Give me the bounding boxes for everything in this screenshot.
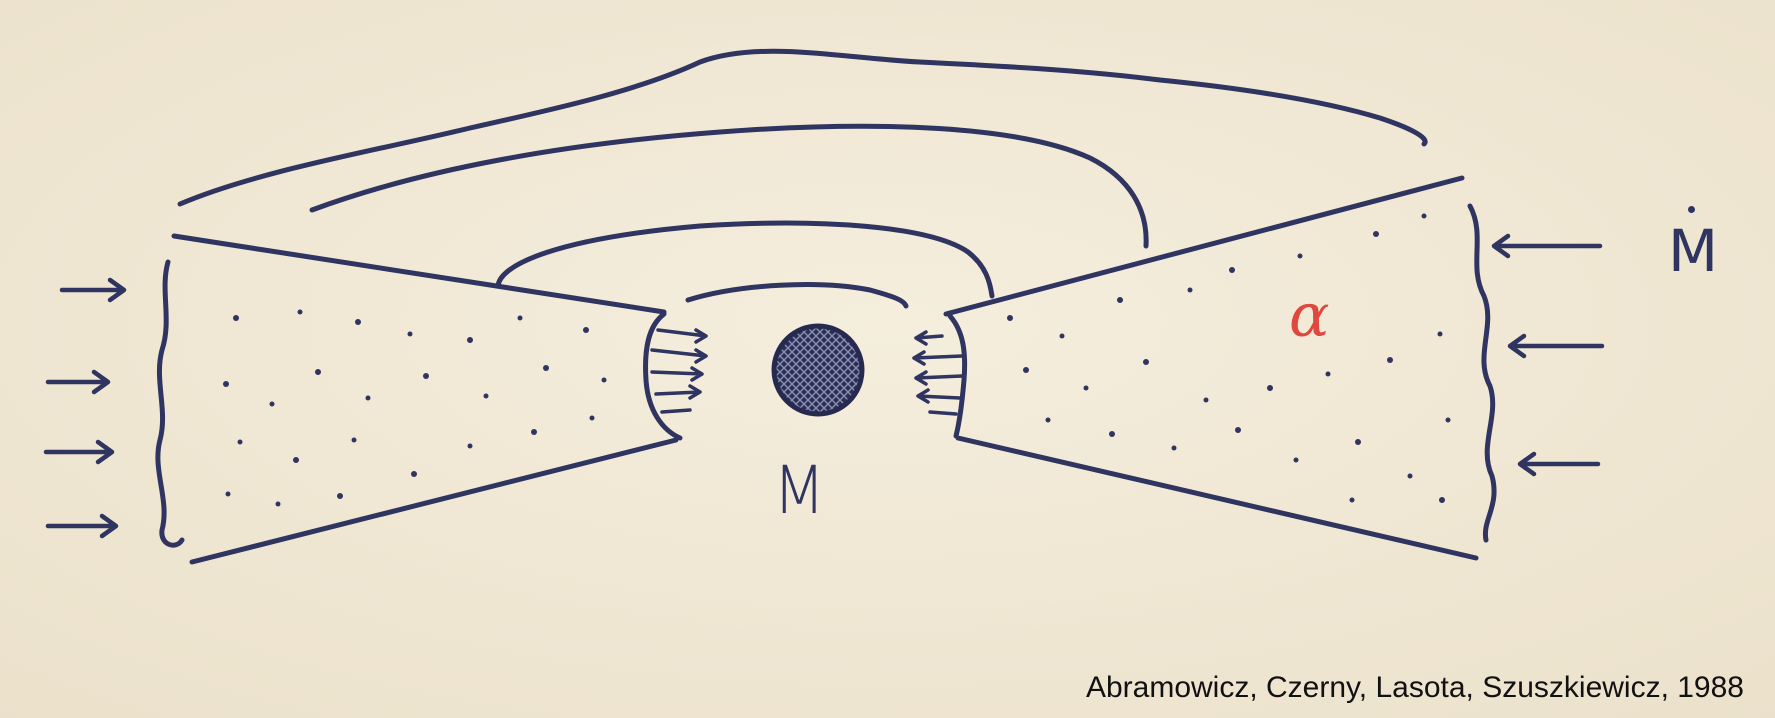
accretion-rate-symbol: M (1668, 217, 1718, 285)
time-derivative-dot (1688, 206, 1695, 213)
viscosity-alpha-label: α (1289, 286, 1330, 346)
citation-credit: Abramowicz, Czerny, Lasota, Szuszkiewicz… (1086, 671, 1744, 705)
accretion-rate-label: M (1668, 222, 1718, 280)
central-mass-label: M (773, 452, 826, 529)
central-mass-ball (774, 326, 862, 414)
